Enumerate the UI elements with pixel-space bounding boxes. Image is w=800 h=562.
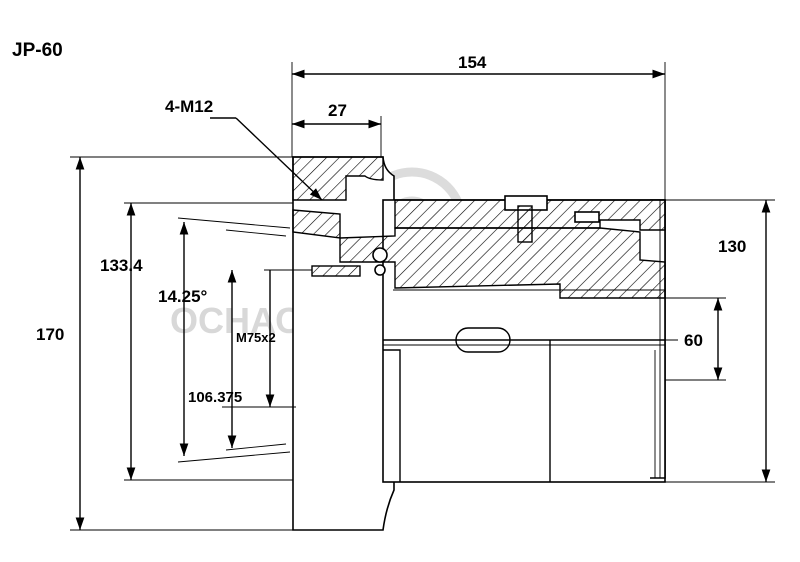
drawing-title: JP-60 <box>12 40 63 61</box>
dim-outer-diameter: 170 <box>36 156 293 531</box>
dim-right-diameter: 130 <box>665 199 775 483</box>
dim-thread-holes: 4-M12 <box>165 97 323 201</box>
dim-taper-angle: 14.25° <box>158 217 291 463</box>
dim-label-133-4: 133.4 <box>100 256 143 275</box>
dim-label-106-375: 106.375 <box>188 389 242 406</box>
section-hatching <box>292 156 666 299</box>
dim-label-60: 60 <box>684 331 703 350</box>
dim-label-170: 170 <box>36 325 64 344</box>
dim-label-14-25: 14.25° <box>158 287 208 306</box>
dim-label-154: 154 <box>458 53 487 72</box>
dim-label-27: 27 <box>328 101 347 120</box>
dim-label-4-m12: 4-M12 <box>165 97 213 116</box>
dim-overall-length: 154 <box>291 53 666 200</box>
dim-label-m75x2: M75x2 <box>236 330 276 345</box>
dim-pitch-diameter: 133.4 <box>100 202 293 481</box>
dim-label-130: 130 <box>718 237 746 256</box>
dim-thread: M75x2 <box>227 269 312 448</box>
dim-inner-diameter: 106.375 <box>188 270 296 408</box>
dim-flange-width: 27 <box>292 101 382 157</box>
dim-bore: 60 <box>510 297 726 381</box>
